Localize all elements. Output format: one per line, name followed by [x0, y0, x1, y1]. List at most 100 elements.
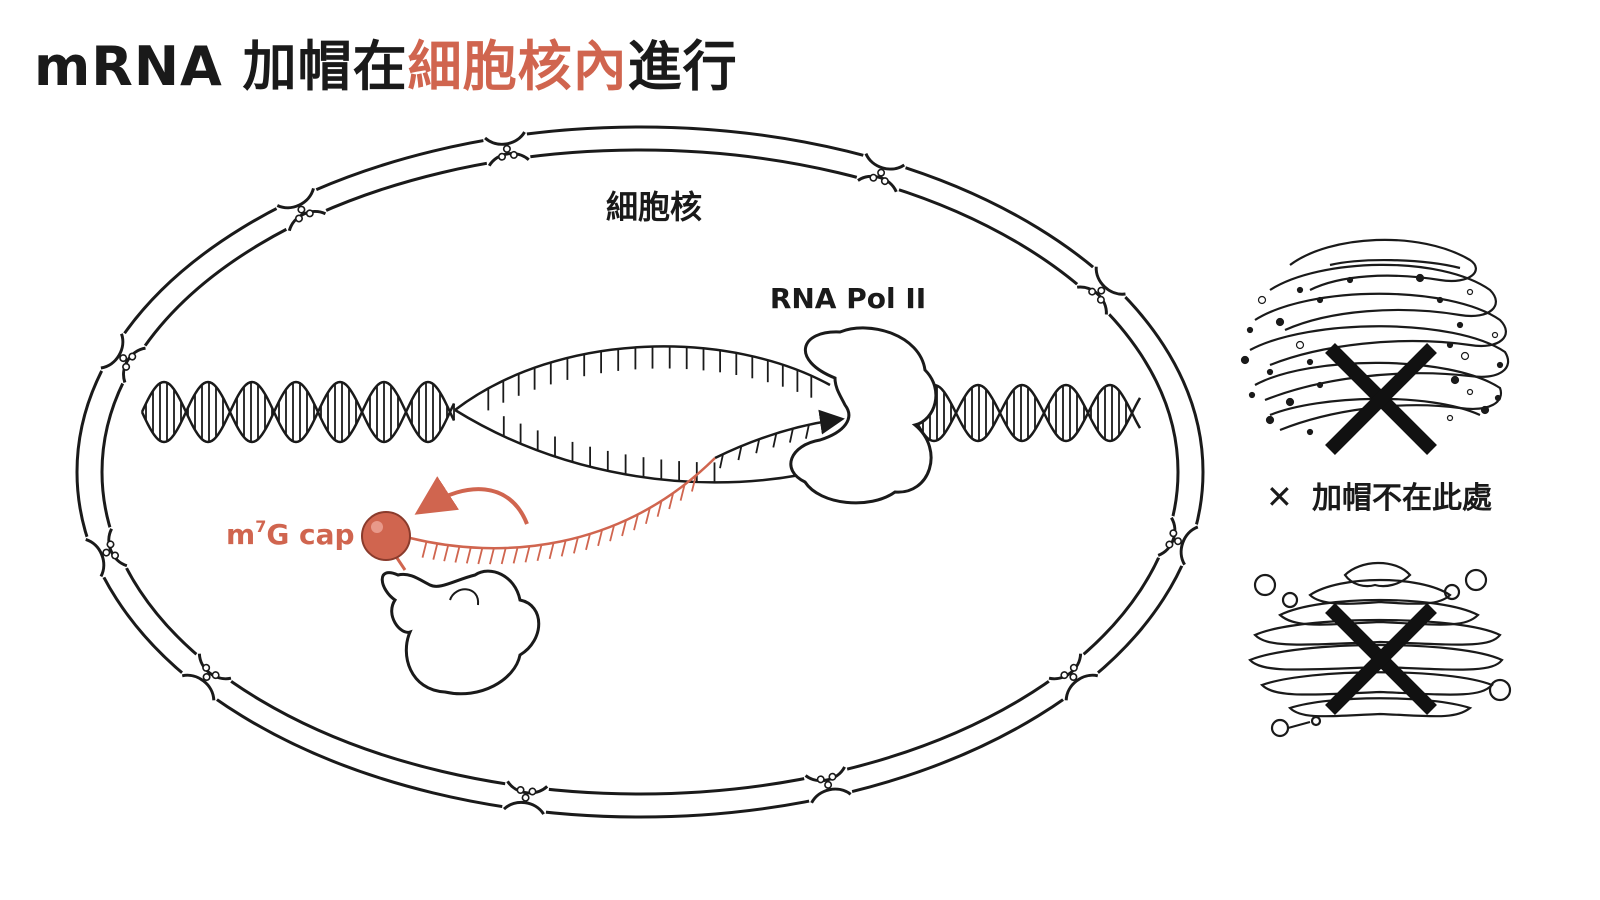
pore-outer-lip — [100, 333, 125, 370]
nuclear-pore — [1074, 263, 1129, 318]
mrna-base — [512, 547, 519, 564]
mrna-base — [668, 492, 675, 510]
nucleus-label: 細胞核 — [606, 188, 702, 226]
mrna-base — [454, 546, 461, 563]
ribosome-dot — [1494, 394, 1502, 402]
pore-inner-lip — [857, 174, 898, 193]
mrna-base — [500, 547, 507, 565]
cap-label-rest: G cap — [266, 518, 354, 551]
pore-inner-lip — [287, 209, 327, 232]
ribosome-dot — [1246, 326, 1254, 334]
pore-outer-lip — [810, 787, 852, 804]
mrna-base — [679, 484, 686, 501]
golgi-cross-mark — [1325, 603, 1437, 715]
page-title: mRNA 加帽在細胞核內進行 — [34, 22, 738, 101]
mrna-red-rungs — [421, 475, 697, 565]
pore-granule — [128, 352, 137, 361]
pore-granule — [516, 785, 525, 794]
ribosome-dot — [1456, 321, 1464, 329]
pore-inner-lip — [487, 152, 530, 167]
pore-inner-lip — [107, 528, 128, 568]
ribosome-dot — [1496, 361, 1504, 369]
polymerase-label: RNA Pol II — [770, 282, 926, 315]
mrna-base — [585, 533, 591, 551]
pore-granule — [509, 150, 518, 159]
m7g-cap-sphere — [361, 511, 411, 561]
mrna-base — [477, 547, 484, 565]
mrna-base — [421, 541, 428, 558]
nuclear-pores — [83, 129, 1201, 817]
ribosome-dot — [1436, 296, 1444, 304]
not-here-text: 加帽不在此處 — [1312, 481, 1492, 516]
pore-outer-lip — [502, 801, 545, 816]
pore-outer-lip — [1179, 525, 1199, 566]
nuclear-pore — [274, 185, 329, 234]
pore-outer-lip — [1094, 266, 1126, 296]
nuclear-pore — [83, 526, 130, 580]
ribosome-dot — [1415, 273, 1425, 283]
nuclear-pore — [855, 151, 907, 195]
pore-granule — [202, 663, 211, 672]
nuclear-pore — [1046, 650, 1101, 704]
pore-granule — [305, 209, 314, 218]
pore-inner-lip — [122, 346, 146, 383]
pore-granule — [1088, 287, 1097, 296]
mrna-base — [432, 543, 439, 560]
title-prefix: mRNA 加帽在 — [34, 35, 408, 98]
ribosome-dot — [1491, 331, 1499, 339]
mrna-base — [719, 454, 724, 469]
ribosome-dot — [1306, 428, 1314, 436]
mrna-base — [573, 537, 579, 554]
ribosome-dot — [1265, 415, 1275, 425]
ribosome-dot — [1466, 288, 1474, 296]
pore-granule — [119, 354, 128, 363]
dna-strand-b — [910, 383, 1142, 443]
pore-outer-lip — [864, 152, 906, 171]
bubble-bottom-strand — [454, 408, 801, 484]
pore-granule — [828, 772, 837, 781]
pore-granule — [1096, 295, 1105, 304]
ribosome-dot — [1275, 317, 1285, 327]
ribosome-dot — [1480, 405, 1490, 415]
pore-granule — [297, 205, 306, 214]
bubble-top-strand — [454, 345, 831, 411]
pore-granule — [528, 787, 537, 796]
pore-outer-lip — [484, 131, 526, 146]
inner-membrane — [100, 148, 1180, 796]
nuclear-pore — [501, 779, 550, 817]
pore-granule — [102, 548, 111, 557]
pore-granule — [106, 540, 115, 549]
pore-granule — [869, 173, 878, 182]
mrna-base — [609, 524, 615, 542]
pore-granule — [877, 168, 886, 177]
cap-highlight — [371, 521, 383, 533]
mrna-base — [536, 544, 543, 562]
pore-outer-lip — [181, 673, 216, 701]
title-highlight: 細胞核內 — [407, 35, 628, 98]
mrna-black-rungs — [719, 424, 810, 469]
nuclear-pore — [179, 650, 234, 704]
dna-strand-b — [140, 380, 456, 444]
ribosome-dot — [1257, 295, 1267, 305]
capping-enzyme-inner — [449, 588, 480, 606]
pore-inner-lip — [506, 780, 549, 795]
rna-polymerase-ii — [789, 326, 938, 505]
ribosome-dot — [1446, 414, 1454, 422]
m7g-cap-label: m7G cap — [226, 517, 355, 551]
ribosome-dot — [1316, 381, 1324, 389]
dna-helix-left — [140, 380, 456, 444]
er-ribosomes — [1240, 273, 1504, 436]
capping-enzyme — [380, 569, 541, 696]
ribosome-dot — [1295, 340, 1305, 350]
dna-strand-a — [910, 383, 1142, 443]
mrna-base — [489, 547, 495, 565]
nuclear-pore — [482, 129, 532, 169]
pore-granule — [1069, 663, 1078, 672]
mrna-base — [789, 428, 794, 443]
ribosome-dot — [1306, 358, 1314, 366]
pore-inner-lip — [1157, 516, 1177, 557]
mrna-base — [737, 445, 743, 461]
cap-label-sup: 7 — [255, 517, 266, 536]
ribosome-dot — [1316, 296, 1324, 304]
